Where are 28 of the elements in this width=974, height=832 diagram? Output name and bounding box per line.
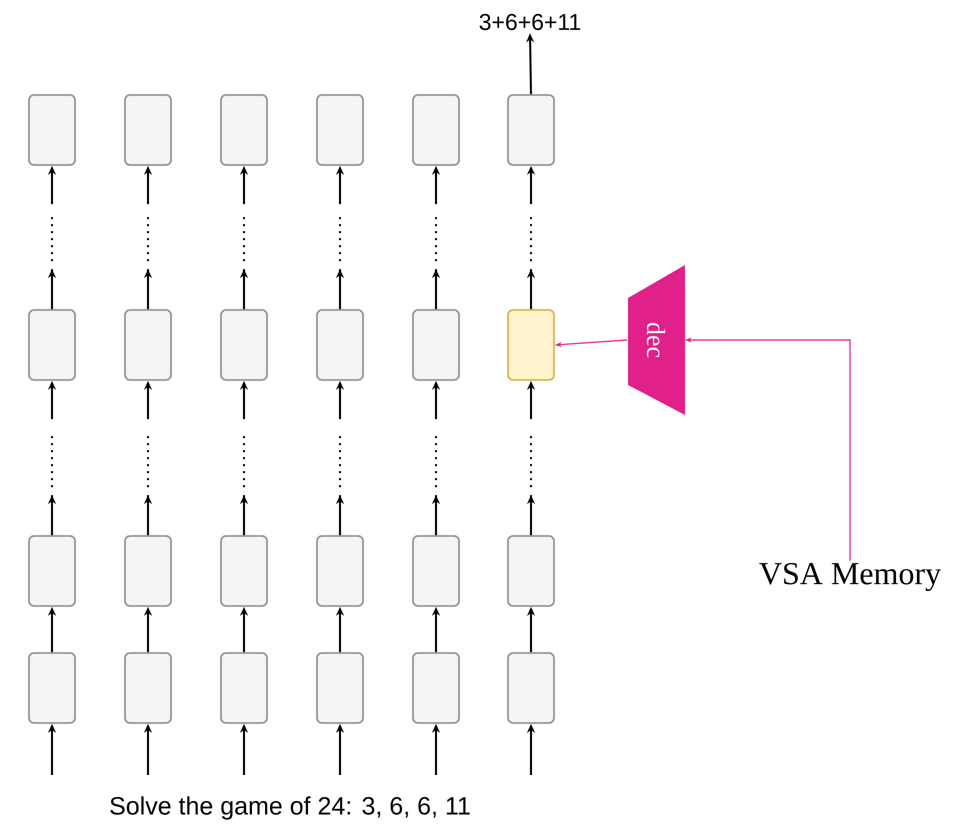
cell-box [220, 309, 268, 381]
cell-box [412, 535, 460, 607]
cell-box [507, 652, 555, 724]
cell-box [124, 309, 172, 381]
cell-box [28, 535, 76, 607]
cell-box [220, 652, 268, 724]
cell-box [28, 652, 76, 724]
cell-box [124, 652, 172, 724]
cell-box [220, 535, 268, 607]
output-label: 3+6+6+11 [480, 14, 580, 30]
cell-box [507, 535, 555, 607]
input-prompt: Solve the game of 24: 3, 6, 6, 11 [110, 796, 470, 820]
cell-box [124, 94, 172, 166]
cell-box [316, 652, 364, 724]
cell-box [28, 309, 76, 381]
cell-box [124, 535, 172, 607]
cell-box [507, 94, 555, 166]
cell-box [412, 94, 460, 166]
cell-box [316, 94, 364, 166]
cell-box [412, 652, 460, 724]
cell-box [28, 94, 76, 166]
cell-box [507, 309, 555, 381]
cell-box [412, 309, 460, 381]
cell-box [220, 94, 268, 166]
decoder-trapezoid: dec [628, 265, 685, 415]
memory-label: VSA Memory [759, 562, 941, 592]
cell-box [316, 309, 364, 381]
cell-box [316, 535, 364, 607]
